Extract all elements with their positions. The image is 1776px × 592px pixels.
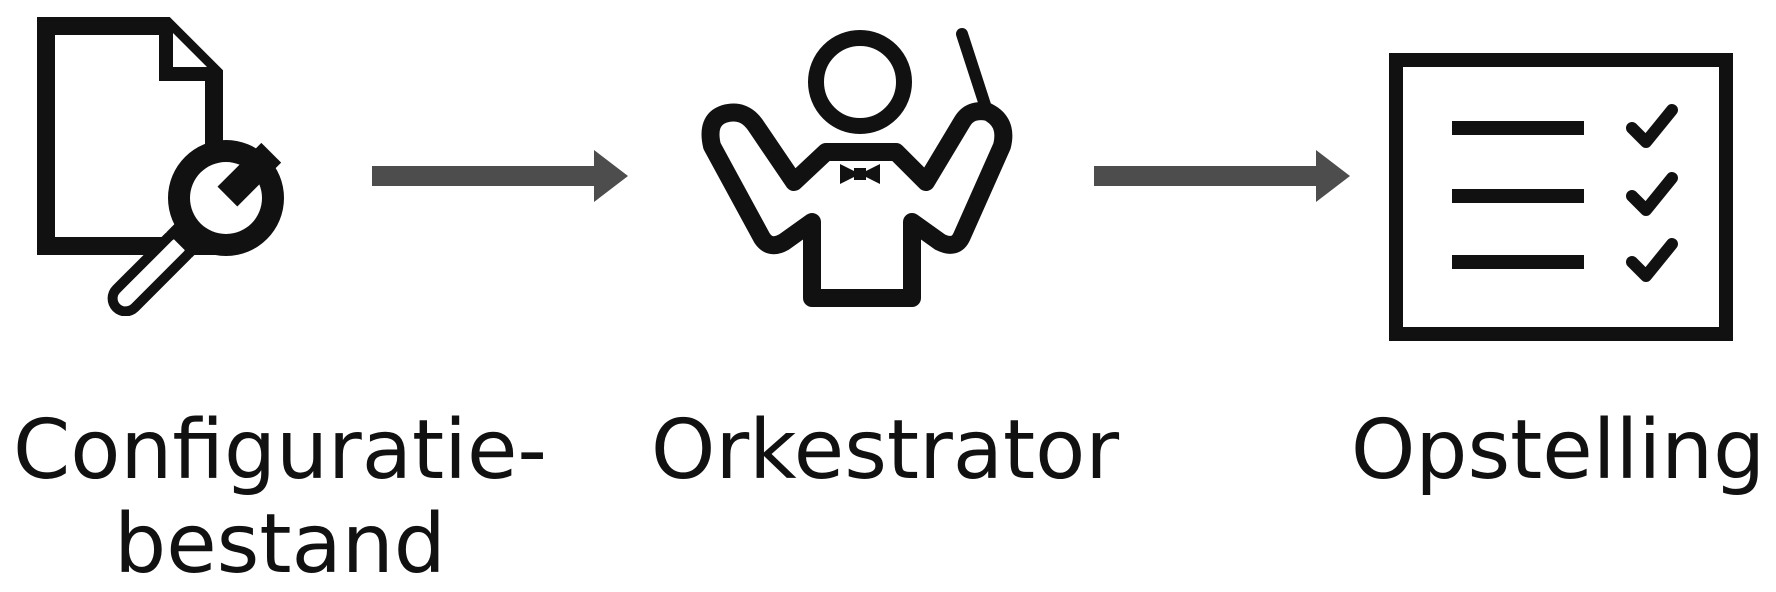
- setup-label: Opstelling: [1350, 403, 1766, 498]
- flow-arrow-1: [372, 150, 628, 202]
- orchestrator-label: Orkestrator: [650, 403, 1120, 498]
- flow-arrow-2: [1094, 150, 1350, 202]
- config-file-label: Configuratie- bestand: [0, 404, 560, 592]
- config-file-label-line-2: bestand: [114, 497, 446, 592]
- conductor-icon: [701, 28, 1013, 307]
- config-file-label-line-1: Configuratie-: [12, 403, 547, 498]
- config-file-wrench-icon: [37, 17, 284, 316]
- checklist-icon: [1389, 53, 1733, 341]
